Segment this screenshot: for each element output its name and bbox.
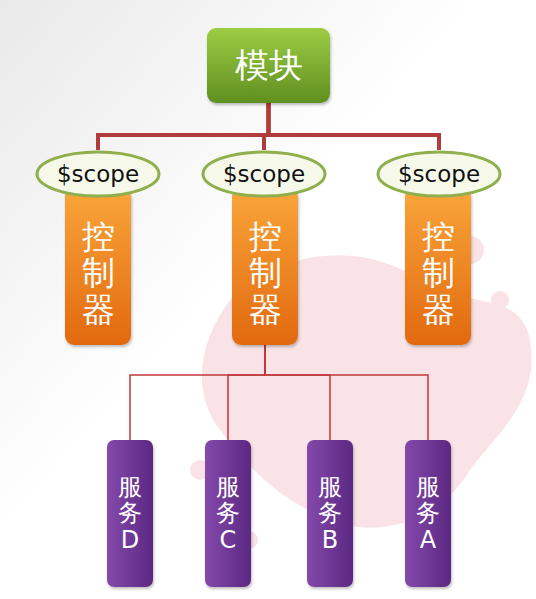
bracket-connector — [228, 345, 265, 440]
scope-ellipse: $scope — [201, 150, 327, 198]
scope-label: $scope — [57, 161, 139, 187]
service-box: 服务D — [107, 440, 153, 587]
bracket-connector — [265, 345, 330, 440]
service-box: 服务B — [307, 440, 353, 587]
bracket-connector — [98, 103, 269, 150]
bracket-connector — [265, 345, 428, 440]
controller-box: 控制器 — [232, 188, 298, 345]
node-label: 控制器 — [249, 219, 282, 328]
node-label: 模块 — [235, 47, 303, 84]
module-box: 模块 — [207, 28, 330, 103]
node-label: 控制器 — [82, 219, 115, 328]
scope-label: $scope — [398, 161, 480, 187]
bracket-connector — [269, 103, 440, 150]
scope-ellipse: $scope — [35, 150, 161, 198]
node-label: 服务A — [416, 474, 440, 553]
bracket-connector — [130, 345, 265, 440]
scope-ellipse: $scope — [376, 150, 502, 198]
node-label: 服务C — [216, 474, 240, 553]
scope-label: $scope — [223, 161, 305, 187]
node-label: 服务D — [118, 474, 142, 553]
service-box: 服务A — [405, 440, 451, 587]
node-label: 控制器 — [422, 219, 455, 328]
controller-box: 控制器 — [405, 188, 471, 345]
service-box: 服务C — [205, 440, 251, 587]
controller-box: 控制器 — [65, 188, 131, 345]
node-label: 服务B — [318, 474, 342, 553]
